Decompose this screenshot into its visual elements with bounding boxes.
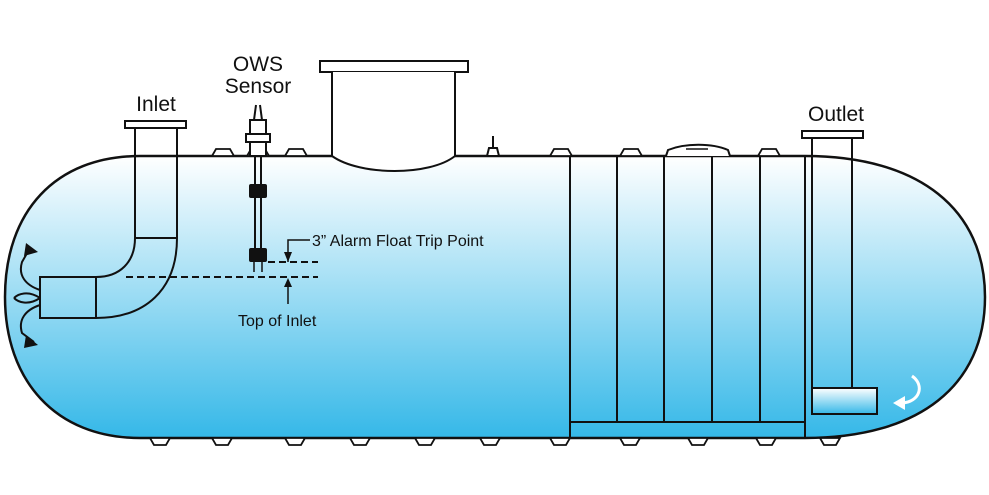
baffles xyxy=(569,156,806,438)
alarm-leader xyxy=(284,239,310,262)
outlet-label: Outlet xyxy=(808,103,864,126)
inlet-pipe xyxy=(39,120,187,319)
top-dome xyxy=(665,143,731,157)
inlet-arrowheads xyxy=(24,243,38,348)
outlet-flow-arrow xyxy=(893,374,921,410)
alarm-trip-label: 3” Alarm Float Trip Point xyxy=(312,233,484,250)
ows-sensor-label-line1: OWS xyxy=(233,53,283,76)
ows-sensor-label-line2: Sensor xyxy=(225,75,292,98)
ows-sensor xyxy=(245,104,271,272)
top-of-inlet-label: Top of Inlet xyxy=(238,313,317,330)
vent xyxy=(485,136,501,157)
outlet-pipe xyxy=(801,130,878,415)
inlet-flow-arrows xyxy=(13,247,41,343)
inlet-label: Inlet xyxy=(136,93,176,116)
inlet-leader xyxy=(284,278,292,304)
bottom-ribs xyxy=(148,437,842,446)
manway xyxy=(319,60,469,172)
